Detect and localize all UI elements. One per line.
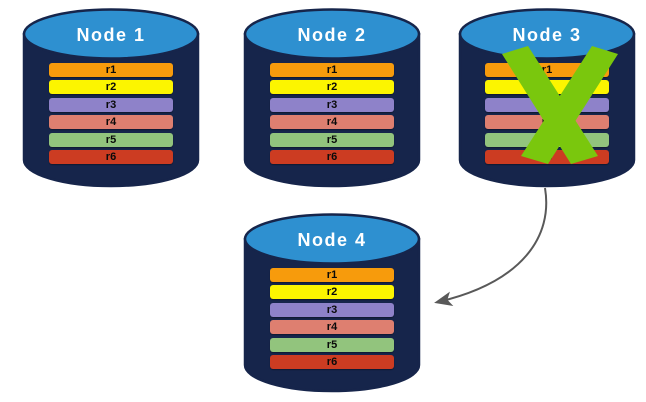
node-4-row-r5[interactable]: r5 [270, 337, 394, 352]
node-1-row-r6[interactable]: r6 [49, 149, 173, 164]
node-1-row-r2[interactable]: r2 [49, 80, 173, 95]
node-4-row-r4[interactable]: r4 [270, 320, 394, 335]
node-2[interactable]: Node 2 r1 r2 r3 r4 r5 r6 [243, 8, 421, 188]
node-2-row-r4[interactable]: r4 [270, 115, 394, 130]
node-4[interactable]: Node 4 r1 r2 r3 r4 r5 r6 [243, 213, 421, 393]
node-2-row-r1[interactable]: r1 [270, 63, 394, 77]
node-1-row-r1[interactable]: r1 [49, 63, 173, 77]
node-4-rows: r1 r2 r3 r4 r5 r6 [270, 268, 394, 372]
node-3-row-r6[interactable]: r6 [485, 149, 609, 164]
node-3-row-r3[interactable]: r3 [485, 97, 609, 112]
node-2-rows: r1 r2 r3 r4 r5 r6 [270, 63, 394, 167]
node-3-row-r5[interactable]: r5 [485, 132, 609, 147]
node-1-rows: r1 r2 r3 r4 r5 r6 [49, 63, 173, 167]
node-4-row-r2[interactable]: r2 [270, 285, 394, 300]
node-2-row-r2[interactable]: r2 [270, 80, 394, 95]
node-1-row-r3[interactable]: r3 [49, 97, 173, 112]
node-1[interactable]: Node 1 r1 r2 r3 r4 r5 r6 [22, 8, 200, 188]
node-3-row-r1[interactable]: r1 [485, 63, 609, 77]
node3-to-node4-arrow [434, 187, 548, 306]
node-4-row-r3[interactable]: r3 [270, 302, 394, 317]
node-1-row-r4[interactable]: r4 [49, 115, 173, 130]
node-4-row-r6[interactable]: r6 [270, 354, 394, 369]
node-3-row-r4[interactable]: r4 [485, 115, 609, 130]
node-3-rows: r1 r2 r3 r4 r5 r6 [485, 63, 609, 167]
node-3-row-r2[interactable]: r2 [485, 80, 609, 95]
node-2-row-r3[interactable]: r3 [270, 97, 394, 112]
node-2-row-r6[interactable]: r6 [270, 149, 394, 164]
node-2-row-r5[interactable]: r5 [270, 132, 394, 147]
node-4-row-r1[interactable]: r1 [270, 268, 394, 282]
node-1-row-r5[interactable]: r5 [49, 132, 173, 147]
node-3[interactable]: Node 3 r1 r2 r3 r4 r5 r6 [458, 8, 636, 188]
